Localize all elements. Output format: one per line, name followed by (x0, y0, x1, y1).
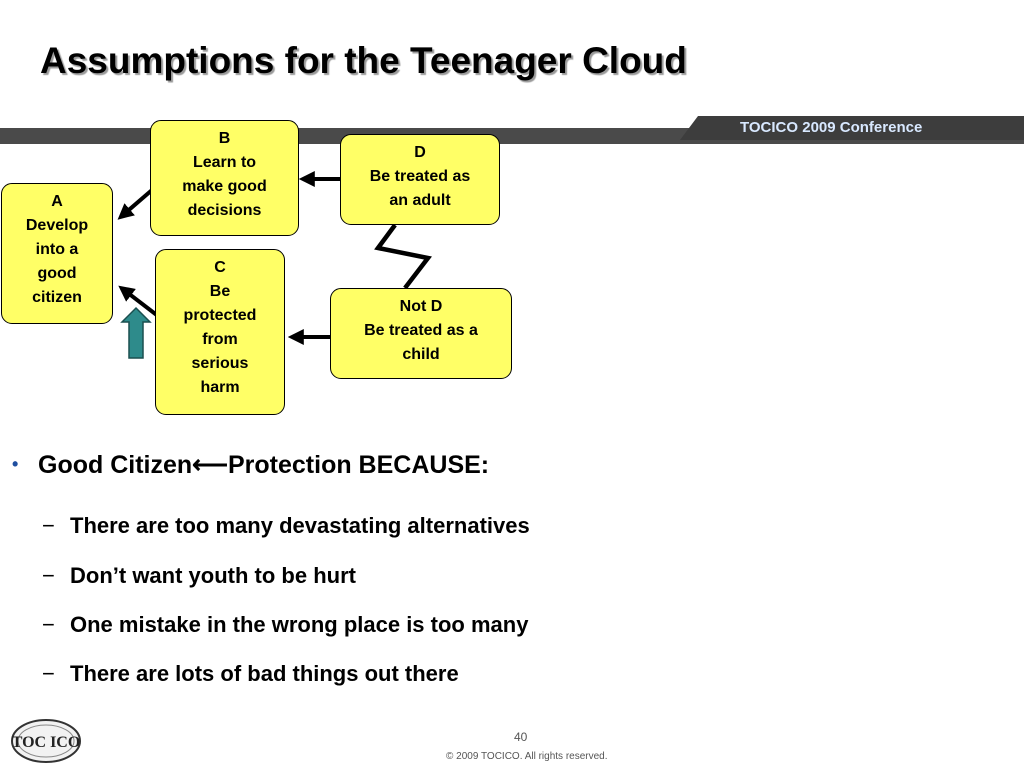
box-not-d-line: child (402, 346, 440, 363)
arrow-c-to-a (118, 285, 160, 318)
box-not-d-letter: Not D (399, 298, 443, 315)
sub-bullet-text: There are lots of bad things out there (70, 661, 459, 686)
page-number: 40 (514, 730, 528, 744)
box-d-letter: D (414, 144, 426, 161)
box-a: A Develop into a good citizen (1, 183, 113, 324)
box-a-line: Develop (25, 217, 89, 234)
bullet-dot-icon: • (12, 454, 19, 474)
box-b-line: Learn to (192, 154, 257, 171)
box-c-line: from (202, 331, 238, 348)
injection-arrow (120, 306, 152, 359)
box-b-letter: B (218, 130, 231, 147)
bullet-main-text: Good Citizen⟵Protection BECAUSE: (38, 451, 490, 479)
box-c-line: Be (209, 283, 231, 300)
box-d-line: an adult (389, 192, 451, 209)
conflict-lightning (374, 223, 432, 290)
box-d: D Be treated as an adult (340, 134, 500, 225)
box-c-line: serious (191, 355, 249, 372)
conference-tab (680, 116, 1024, 140)
dash-icon: − (42, 661, 55, 686)
box-a-line: citizen (32, 289, 82, 306)
box-not-d: Not D Be treated as a child (330, 288, 512, 379)
tocico-logo-icon: TOC ICO (11, 719, 81, 763)
box-c-letter: C (214, 259, 226, 276)
box-a-line: into a (35, 241, 79, 258)
box-c-line: protected (183, 307, 257, 324)
dash-icon: − (42, 612, 55, 637)
slide-title: Assumptions for the Teenager Cloud (40, 40, 687, 81)
box-c-line: harm (200, 379, 240, 396)
box-b-line: decisions (187, 202, 262, 219)
box-b-line: make good (182, 178, 267, 195)
copyright-text: © 2009 TOCICO. All rights reserved. (446, 751, 608, 762)
box-a-letter: A (51, 193, 63, 210)
conference-label: TOCICO 2009 Conference (740, 119, 923, 136)
arrow-b-to-a (117, 188, 154, 220)
sub-bullet-text: One mistake in the wrong place is too ma… (70, 612, 529, 637)
sub-bullet-text: There are too many devastating alternati… (70, 513, 530, 538)
box-d-line: Be treated as (369, 168, 471, 185)
box-a-line: good (37, 265, 77, 282)
logo-text: TOC ICO (12, 734, 81, 751)
dash-icon: − (42, 563, 55, 588)
box-not-d-line: Be treated as a (364, 322, 478, 339)
box-b: B Learn to make good decisions (150, 120, 299, 236)
dash-icon: − (42, 513, 55, 538)
sub-bullet-text: Don’t want youth to be hurt (70, 563, 356, 588)
box-c: C Be protected from serious harm (155, 249, 285, 415)
